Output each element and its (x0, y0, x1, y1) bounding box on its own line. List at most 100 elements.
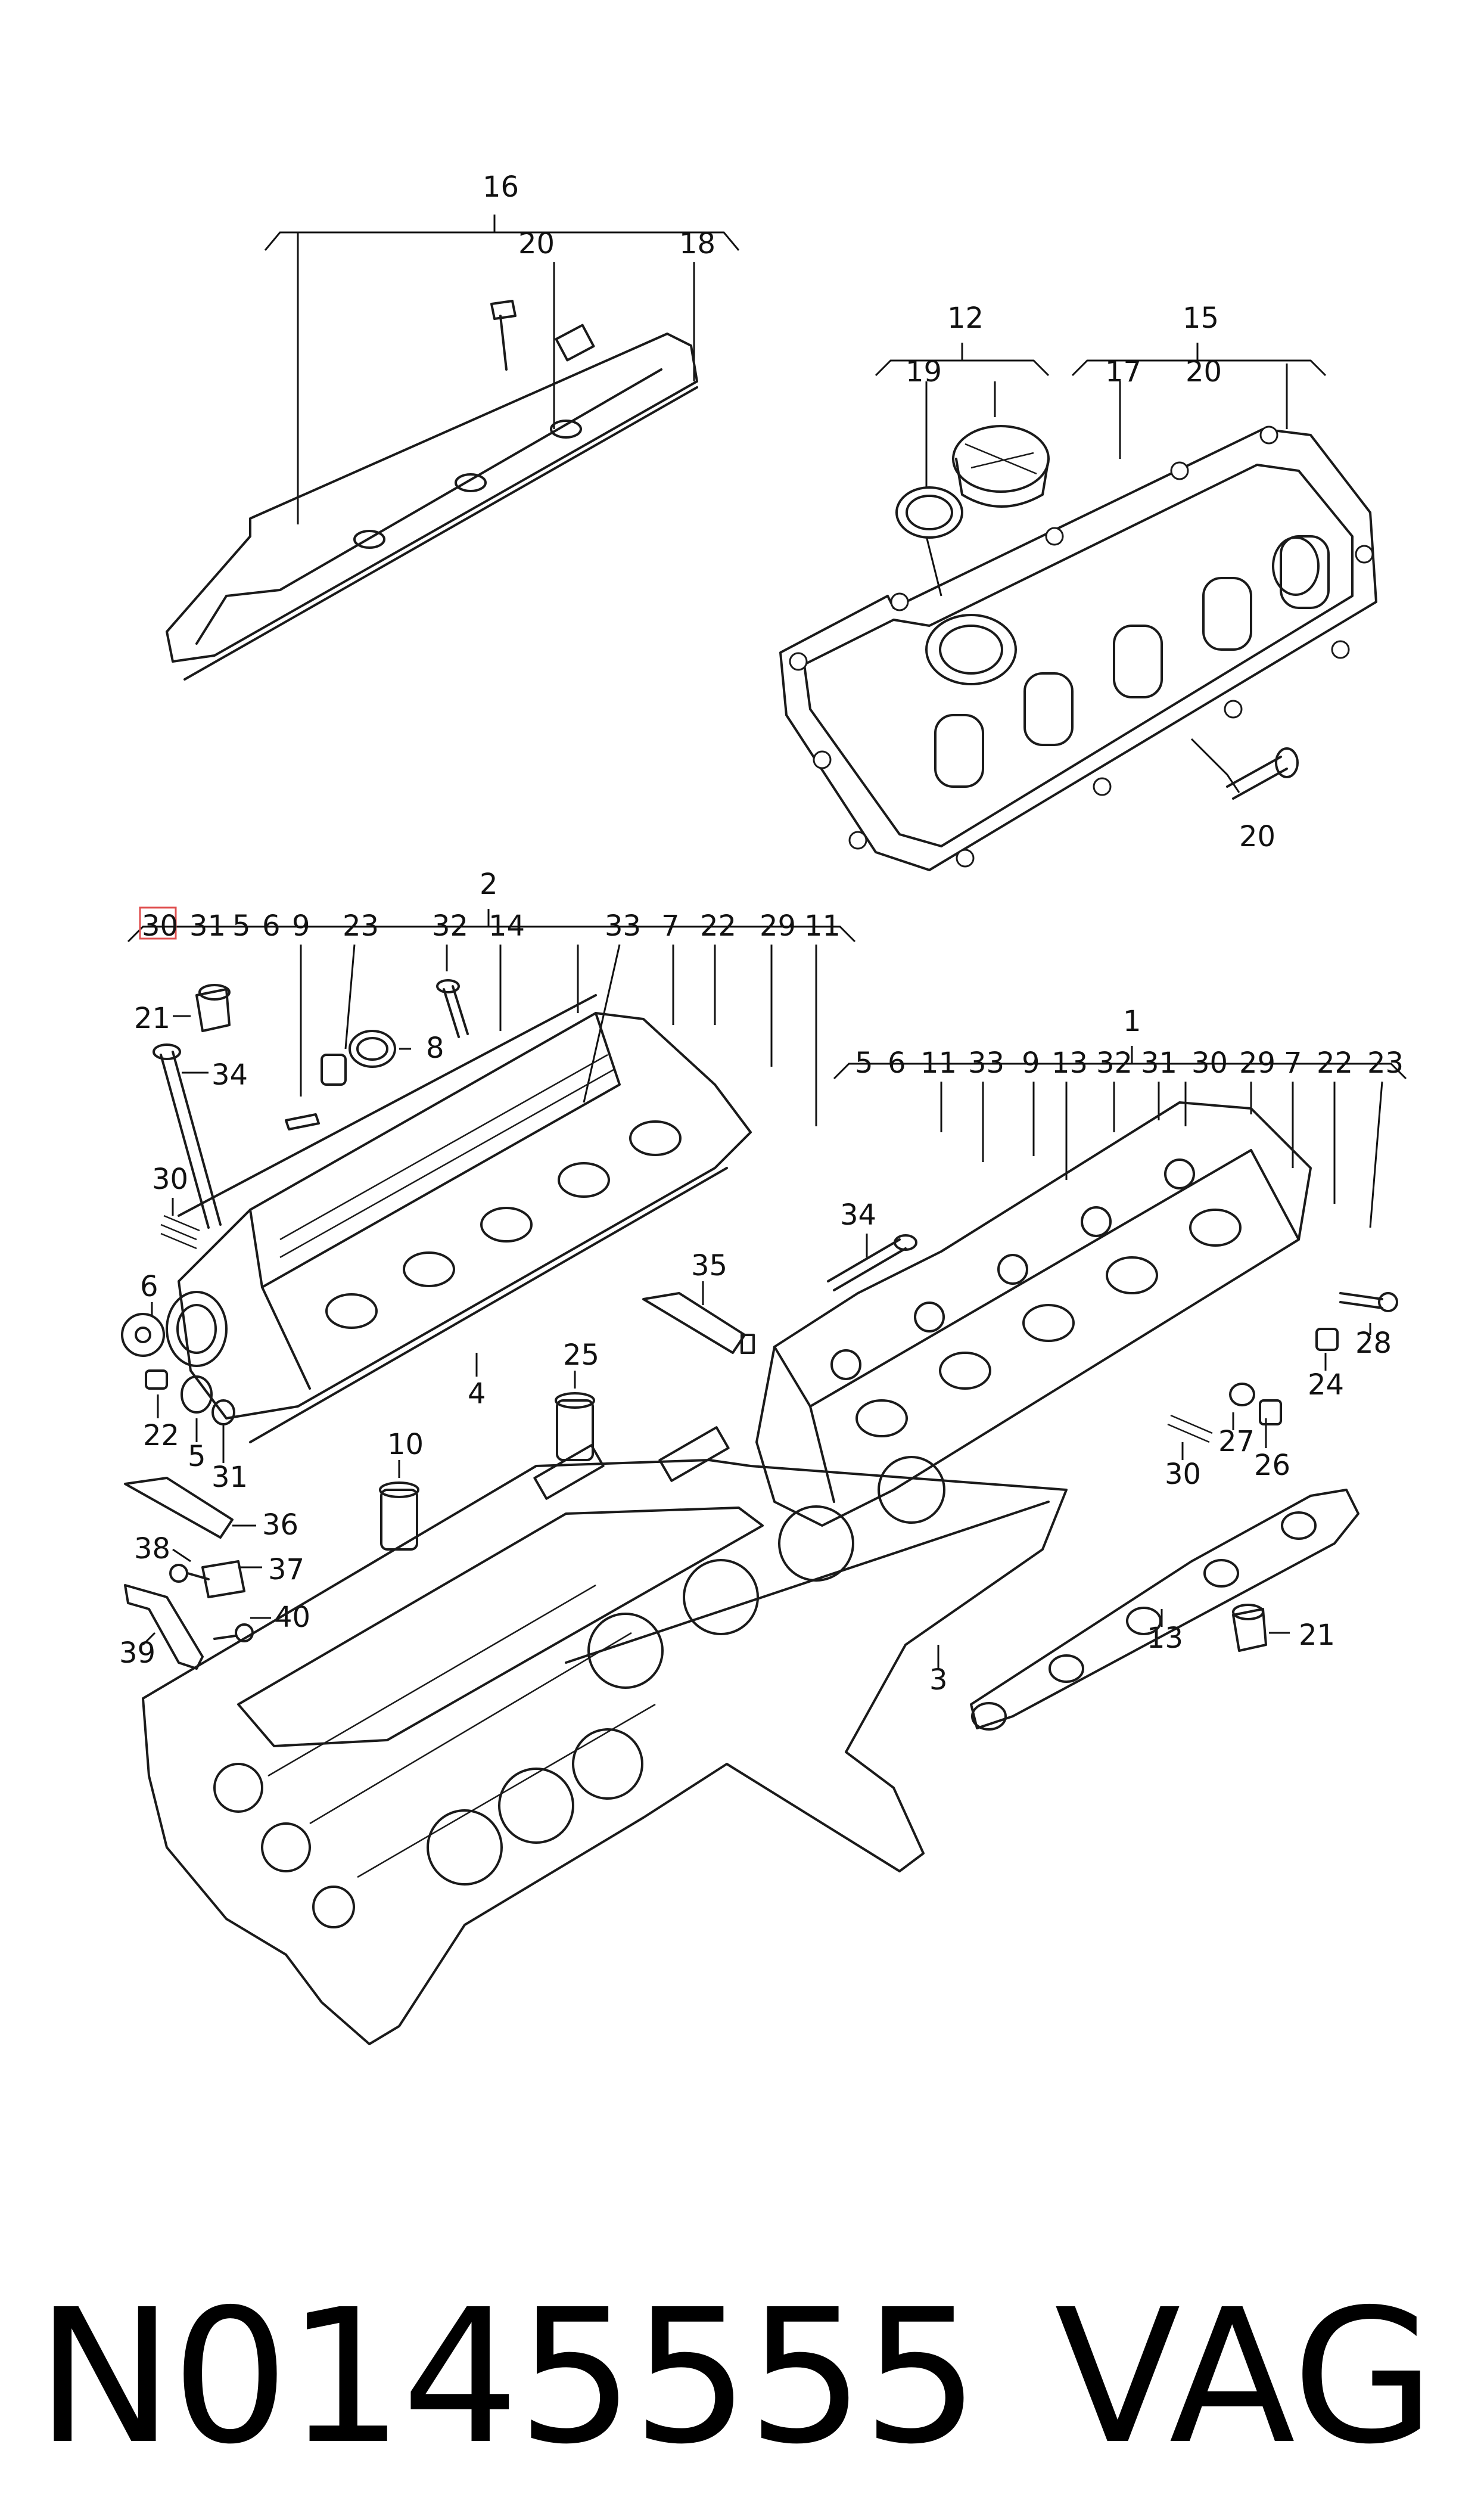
label-1-6: 6 (888, 1046, 906, 1080)
label-2-9: 9 (292, 909, 310, 943)
label-28: 28 (1355, 1327, 1392, 1360)
label-26: 26 (1254, 1449, 1290, 1482)
label-1-30: 30 (1191, 1046, 1228, 1080)
label-34-left: 34 (211, 1058, 248, 1092)
label-1-9: 9 (1022, 1046, 1040, 1080)
cover-cam-ports (934, 535, 1330, 788)
group-2-leaders (300, 944, 817, 1126)
label-1-31: 31 (1141, 1046, 1177, 1080)
seal-cap-21-right (1232, 1604, 1267, 1652)
label-30-right: 30 (1165, 1458, 1201, 1491)
label-38: 38 (134, 1532, 170, 1566)
head-cam-journals-left (830, 1158, 1195, 1380)
label-15: 15 (1183, 302, 1219, 335)
label-1-33: 33 (968, 1046, 1004, 1080)
label-8: 8 (426, 1032, 444, 1065)
label-16-18: 18 (679, 227, 715, 260)
label-16: 16 (483, 170, 519, 204)
bracket-39 (124, 1584, 204, 1670)
group-16-bracket (264, 215, 740, 524)
label-16-20: 20 (518, 227, 555, 260)
label-2-33: 33 (605, 909, 641, 943)
label-15-20: 20 (1186, 355, 1222, 389)
seal-cap-21-left (195, 984, 231, 1032)
label-1-5: 5 (855, 1046, 873, 1080)
label-1-22: 22 (1317, 1046, 1353, 1080)
label-24: 24 (1308, 1368, 1344, 1402)
label-30-left: 30 (152, 1163, 188, 1196)
small-part-leaders-right (866, 1234, 1371, 1634)
bolt-28 (1339, 1292, 1398, 1312)
cylinder-head-cover-left (779, 425, 1377, 871)
cylinder-head-left (755, 1101, 1312, 1527)
plug-22-left (145, 1369, 168, 1390)
label-1-23: 23 (1367, 1046, 1404, 1080)
valve-10 (379, 1481, 419, 1551)
label-2-11: 11 (804, 909, 841, 943)
small-part-leaders-left (142, 1015, 939, 1669)
seal-5-left (181, 1375, 213, 1414)
label-34-right: 34 (840, 1198, 876, 1232)
label-6-left: 6 (140, 1270, 158, 1303)
bracket-37 (201, 1560, 245, 1598)
head-cams-right (279, 1054, 614, 1259)
group-15-bracket (1071, 343, 1327, 793)
label-cover-bolt-20: 20 (1239, 820, 1275, 853)
group-1-bracket (833, 1046, 1407, 1080)
label-1-11: 11 (920, 1046, 957, 1080)
label-1-13: 13 (1051, 1046, 1088, 1080)
stud-30-left (160, 1215, 200, 1250)
label-15-17: 17 (1105, 355, 1141, 389)
guide-pin-9 (285, 1113, 320, 1130)
group-1-leaders (940, 1081, 1383, 1228)
group-2-bracket (127, 909, 856, 943)
cover-bolt-holes (789, 425, 1374, 868)
label-2-31: 31 (189, 909, 226, 943)
label-2: 2 (480, 868, 498, 901)
sealant-tube-36 (124, 1477, 234, 1539)
label-12: 12 (947, 302, 984, 335)
label-2-23: 23 (343, 909, 379, 943)
label-37: 37 (268, 1553, 304, 1586)
label-21-right: 21 (1299, 1619, 1335, 1652)
label-39: 39 (119, 1636, 155, 1670)
plug-31-left (211, 1399, 235, 1425)
oil-filler-cap (952, 425, 1050, 508)
cover-bolt (1226, 747, 1299, 800)
label-25: 25 (563, 1338, 599, 1372)
label-2-22: 22 (700, 909, 736, 943)
label-35: 35 (691, 1249, 727, 1282)
label-31-left: 31 (211, 1461, 248, 1494)
label-12-19: 19 (906, 355, 942, 389)
sealant-tube-35 (642, 1292, 755, 1354)
label-2-5: 5 (232, 909, 251, 943)
label-2-30: 30 (142, 909, 178, 943)
head-bolt-34 (153, 1043, 222, 1229)
label-1-7: 7 (1284, 1046, 1302, 1080)
label-1: 1 (1123, 1005, 1141, 1038)
block-bores-front (213, 1763, 355, 1928)
gasket-14 (178, 994, 597, 1217)
head-ports-right (325, 1120, 682, 1329)
label-5-left: 5 (188, 1440, 206, 1473)
label-1-29: 29 (1239, 1046, 1275, 1080)
highlighted-label-box (139, 906, 177, 940)
block-bores-lower (427, 1728, 643, 1886)
label-2-14: 14 (489, 909, 525, 943)
plug-26 (1259, 1399, 1282, 1425)
label-21-left: 21 (134, 1002, 170, 1035)
plug-24 (1315, 1328, 1339, 1351)
head-ports-left (855, 1209, 1242, 1437)
o-ring-8 (349, 1030, 396, 1068)
label-4: 4 (468, 1377, 486, 1411)
part-number: N0145555 (36, 2270, 980, 2485)
group-12-bracket (875, 343, 1050, 597)
seal-27 (1229, 1383, 1255, 1406)
gasket-4 (249, 1167, 728, 1443)
screw-32-left (436, 979, 469, 1038)
label-3: 3 (929, 1663, 948, 1697)
label-2-6: 6 (262, 909, 281, 943)
label-27: 27 (1218, 1425, 1255, 1458)
label-22-left: 22 (143, 1419, 179, 1452)
stud-30-right (1167, 1414, 1213, 1443)
